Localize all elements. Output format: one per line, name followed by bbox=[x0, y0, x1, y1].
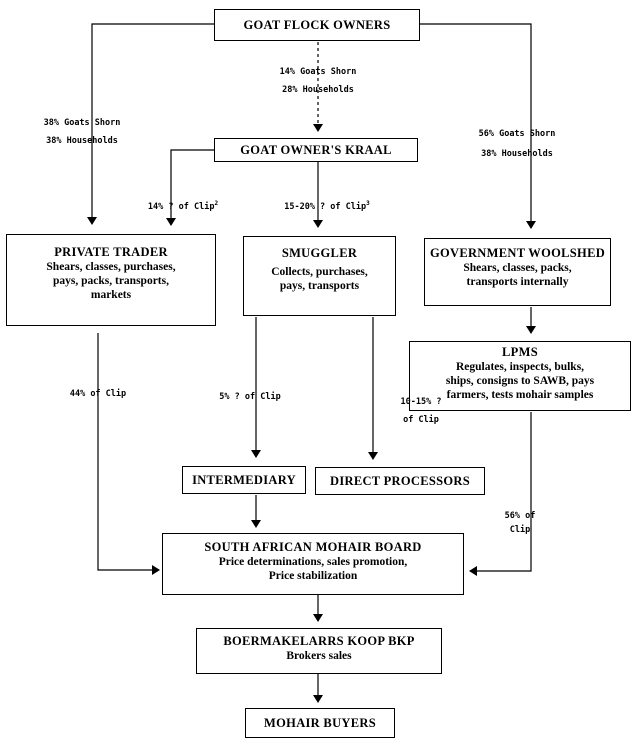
node-title: GOVERNMENT WOOLSHED bbox=[429, 246, 606, 260]
label-center-branch: 14% Goats Shorn 28% Households bbox=[258, 66, 378, 96]
label-left-branch: 38% Goats Shorn 38% Households bbox=[22, 117, 142, 147]
node-lpms: LPMS Regulates, inspects, bulks, ships, … bbox=[409, 341, 631, 411]
node-intermediary: INTERMEDIARY bbox=[182, 466, 306, 494]
label-text: 15-20% ? of Clip bbox=[284, 201, 367, 212]
arrow-lpms-to-samb bbox=[469, 412, 532, 576]
node-desc-line: Collects, purchases, bbox=[271, 266, 368, 278]
node-title: GOAT FLOCK OWNERS bbox=[243, 18, 391, 32]
node-desc-line: ships, consigns to SAWB, pays bbox=[445, 375, 595, 387]
node-title: SMUGGLER bbox=[281, 246, 358, 260]
label-trader-clip: 14% ? of Clip2 bbox=[138, 198, 228, 213]
label-line: 38% Goats Shorn bbox=[43, 118, 121, 128]
label-line: 56% of bbox=[504, 511, 536, 521]
footnote-marker: 2 bbox=[214, 200, 219, 207]
node-desc-line: transports internally bbox=[466, 276, 569, 288]
label-line: Clip bbox=[509, 525, 531, 535]
label-line: 38% Households bbox=[46, 136, 118, 146]
node-desc-line: pays, packs, transports, bbox=[53, 275, 169, 287]
label-intermediary-clip: 5% ? of Clip bbox=[210, 391, 290, 403]
label-line: 38% Households bbox=[481, 149, 553, 159]
node-smuggler: SMUGGLER Collects, purchases, pays, tran… bbox=[243, 236, 396, 316]
node-goat-flock-owners: GOAT FLOCK OWNERS bbox=[214, 9, 420, 41]
node-boermakelarrs-koop-bkp: BOERMAKELARRS KOOP BKP Brokers sales bbox=[196, 628, 442, 674]
node-desc-line: Price determinations, sales promotion, bbox=[218, 556, 408, 568]
node-title: SOUTH AFRICAN MOHAIR BOARD bbox=[204, 540, 422, 554]
node-desc-line: Shears, classes, purchases, bbox=[46, 261, 176, 273]
label-line: 56% Goats Shorn bbox=[478, 129, 556, 139]
arrow-trader-to-samb bbox=[97, 333, 160, 575]
node-desc-line: Price stabilization bbox=[268, 570, 358, 582]
label-text: 14% ? of Clip bbox=[147, 201, 215, 212]
node-title: MOHAIR BUYERS bbox=[264, 716, 376, 730]
label-right-branch: 56% Goats Shorn 38% Households bbox=[457, 128, 577, 160]
node-desc-line: markets bbox=[90, 289, 132, 301]
node-title: LPMS bbox=[502, 345, 538, 359]
label-lpms-out: 56% of Clip bbox=[490, 510, 550, 536]
node-title: PRIVATE TRADER bbox=[54, 245, 168, 259]
arrow-owners-to-woolshed bbox=[420, 23, 536, 229]
label-trader-out: 44% of Clip bbox=[58, 388, 138, 400]
node-direct-processors: DIRECT PROCESSORS bbox=[315, 467, 485, 495]
node-mohair-buyers: MOHAIR BUYERS bbox=[245, 708, 395, 738]
footnote-marker: 3 bbox=[366, 200, 370, 207]
node-government-woolshed: GOVERNMENT WOOLSHED Shears, classes, pac… bbox=[424, 238, 611, 306]
arrow-kraal-to-trader bbox=[166, 149, 214, 226]
node-desc-line: Brokers sales bbox=[286, 650, 352, 662]
label-line: 14% Goats Shorn bbox=[279, 67, 357, 77]
label-line: 10-15% ? bbox=[400, 397, 442, 407]
node-title: INTERMEDIARY bbox=[192, 473, 296, 487]
label-text: 44% of Clip bbox=[69, 389, 127, 399]
node-private-trader: PRIVATE TRADER Shears, classes, purchase… bbox=[6, 234, 216, 326]
label-line: of Clip bbox=[403, 415, 439, 425]
node-title: BOERMAKELARRS KOOP BKP bbox=[223, 634, 415, 648]
label-text: 5% ? of Clip bbox=[219, 392, 281, 402]
node-title: GOAT OWNER'S KRAAL bbox=[240, 143, 392, 157]
node-desc-line: pays, transports bbox=[279, 280, 360, 292]
label-direct-clip: 10-15% ? of Clip bbox=[386, 396, 456, 426]
label-smuggler-clip: 15-20% ? of Clip3 bbox=[282, 198, 372, 213]
node-desc-line: farmers, tests mohair samples bbox=[446, 389, 594, 401]
node-goat-owners-kraal: GOAT OWNER'S KRAAL bbox=[214, 138, 418, 162]
node-south-african-mohair-board: SOUTH AFRICAN MOHAIR BOARD Price determi… bbox=[162, 533, 464, 595]
node-desc-line: Shears, classes, packs, bbox=[463, 262, 572, 274]
label-line: 28% Households bbox=[282, 85, 354, 95]
arrow-owners-to-trader bbox=[87, 23, 214, 225]
node-desc-line: Regulates, inspects, bulks, bbox=[455, 361, 585, 373]
node-title: DIRECT PROCESSORS bbox=[330, 474, 470, 488]
